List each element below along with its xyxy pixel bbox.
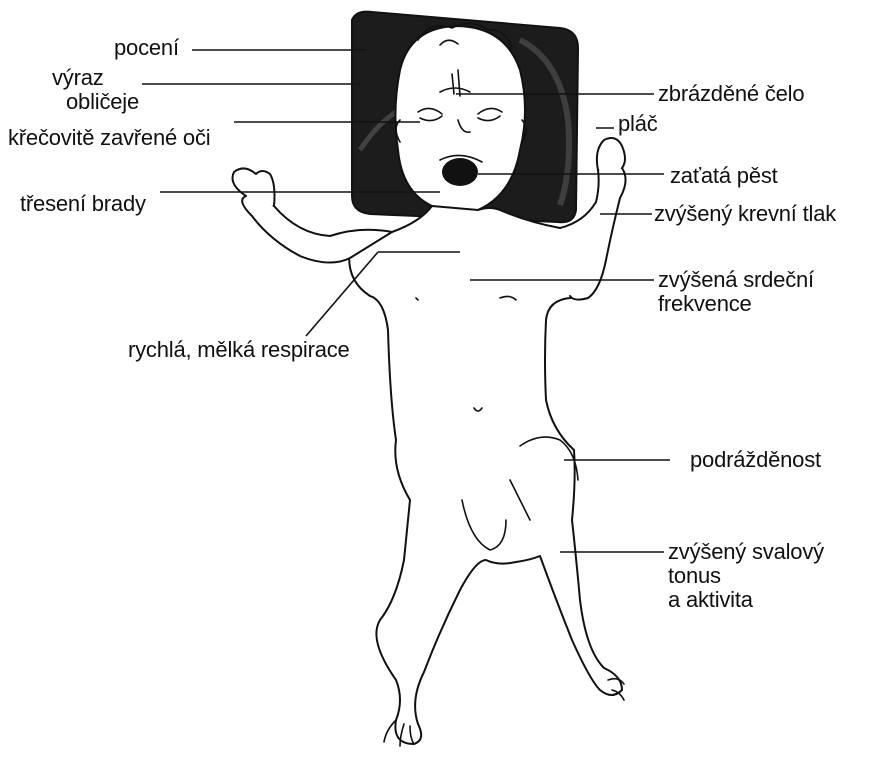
label-zvyseny-svalovy-tonus: zvýšený svalový tonus a aktivita [668, 540, 824, 612]
label-srdecni-line1: zvýšená srdeční [658, 268, 814, 292]
label-vyraz-obliceje: výraz obličeje [52, 66, 139, 114]
label-vyraz-line1: výraz [52, 66, 139, 90]
label-poceni: pocení [114, 36, 179, 60]
label-treseni-brady: třesení brady [20, 192, 146, 216]
label-plac: pláč [618, 112, 658, 136]
label-rychla-melka-respirace: rychlá, mělká respirace [128, 338, 350, 362]
label-zvysena-srdecni-frekvence: zvýšená srdeční frekvence [658, 268, 814, 316]
label-svalovy-line1: zvýšený svalový [668, 540, 824, 564]
label-svalovy-line2: tonus [668, 564, 824, 588]
label-vyraz-line2: obličeje [66, 90, 139, 114]
label-svalovy-line3: a aktivita [668, 588, 824, 612]
label-zvyseny-krevni-tlak: zvýšený krevní tlak [654, 202, 836, 226]
label-zbrazdene-celo: zbrázděné čelo [658, 82, 804, 106]
label-srdecni-line2: frekvence [658, 292, 814, 316]
label-zatata-pest: zaťatá pěst [670, 164, 778, 188]
infant-head [395, 23, 526, 213]
label-podrazdenost: podrážděnost [690, 448, 821, 472]
infant-body [233, 138, 626, 746]
label-krecovite-zavrene-oci: křečovitě zavřené oči [8, 126, 210, 150]
